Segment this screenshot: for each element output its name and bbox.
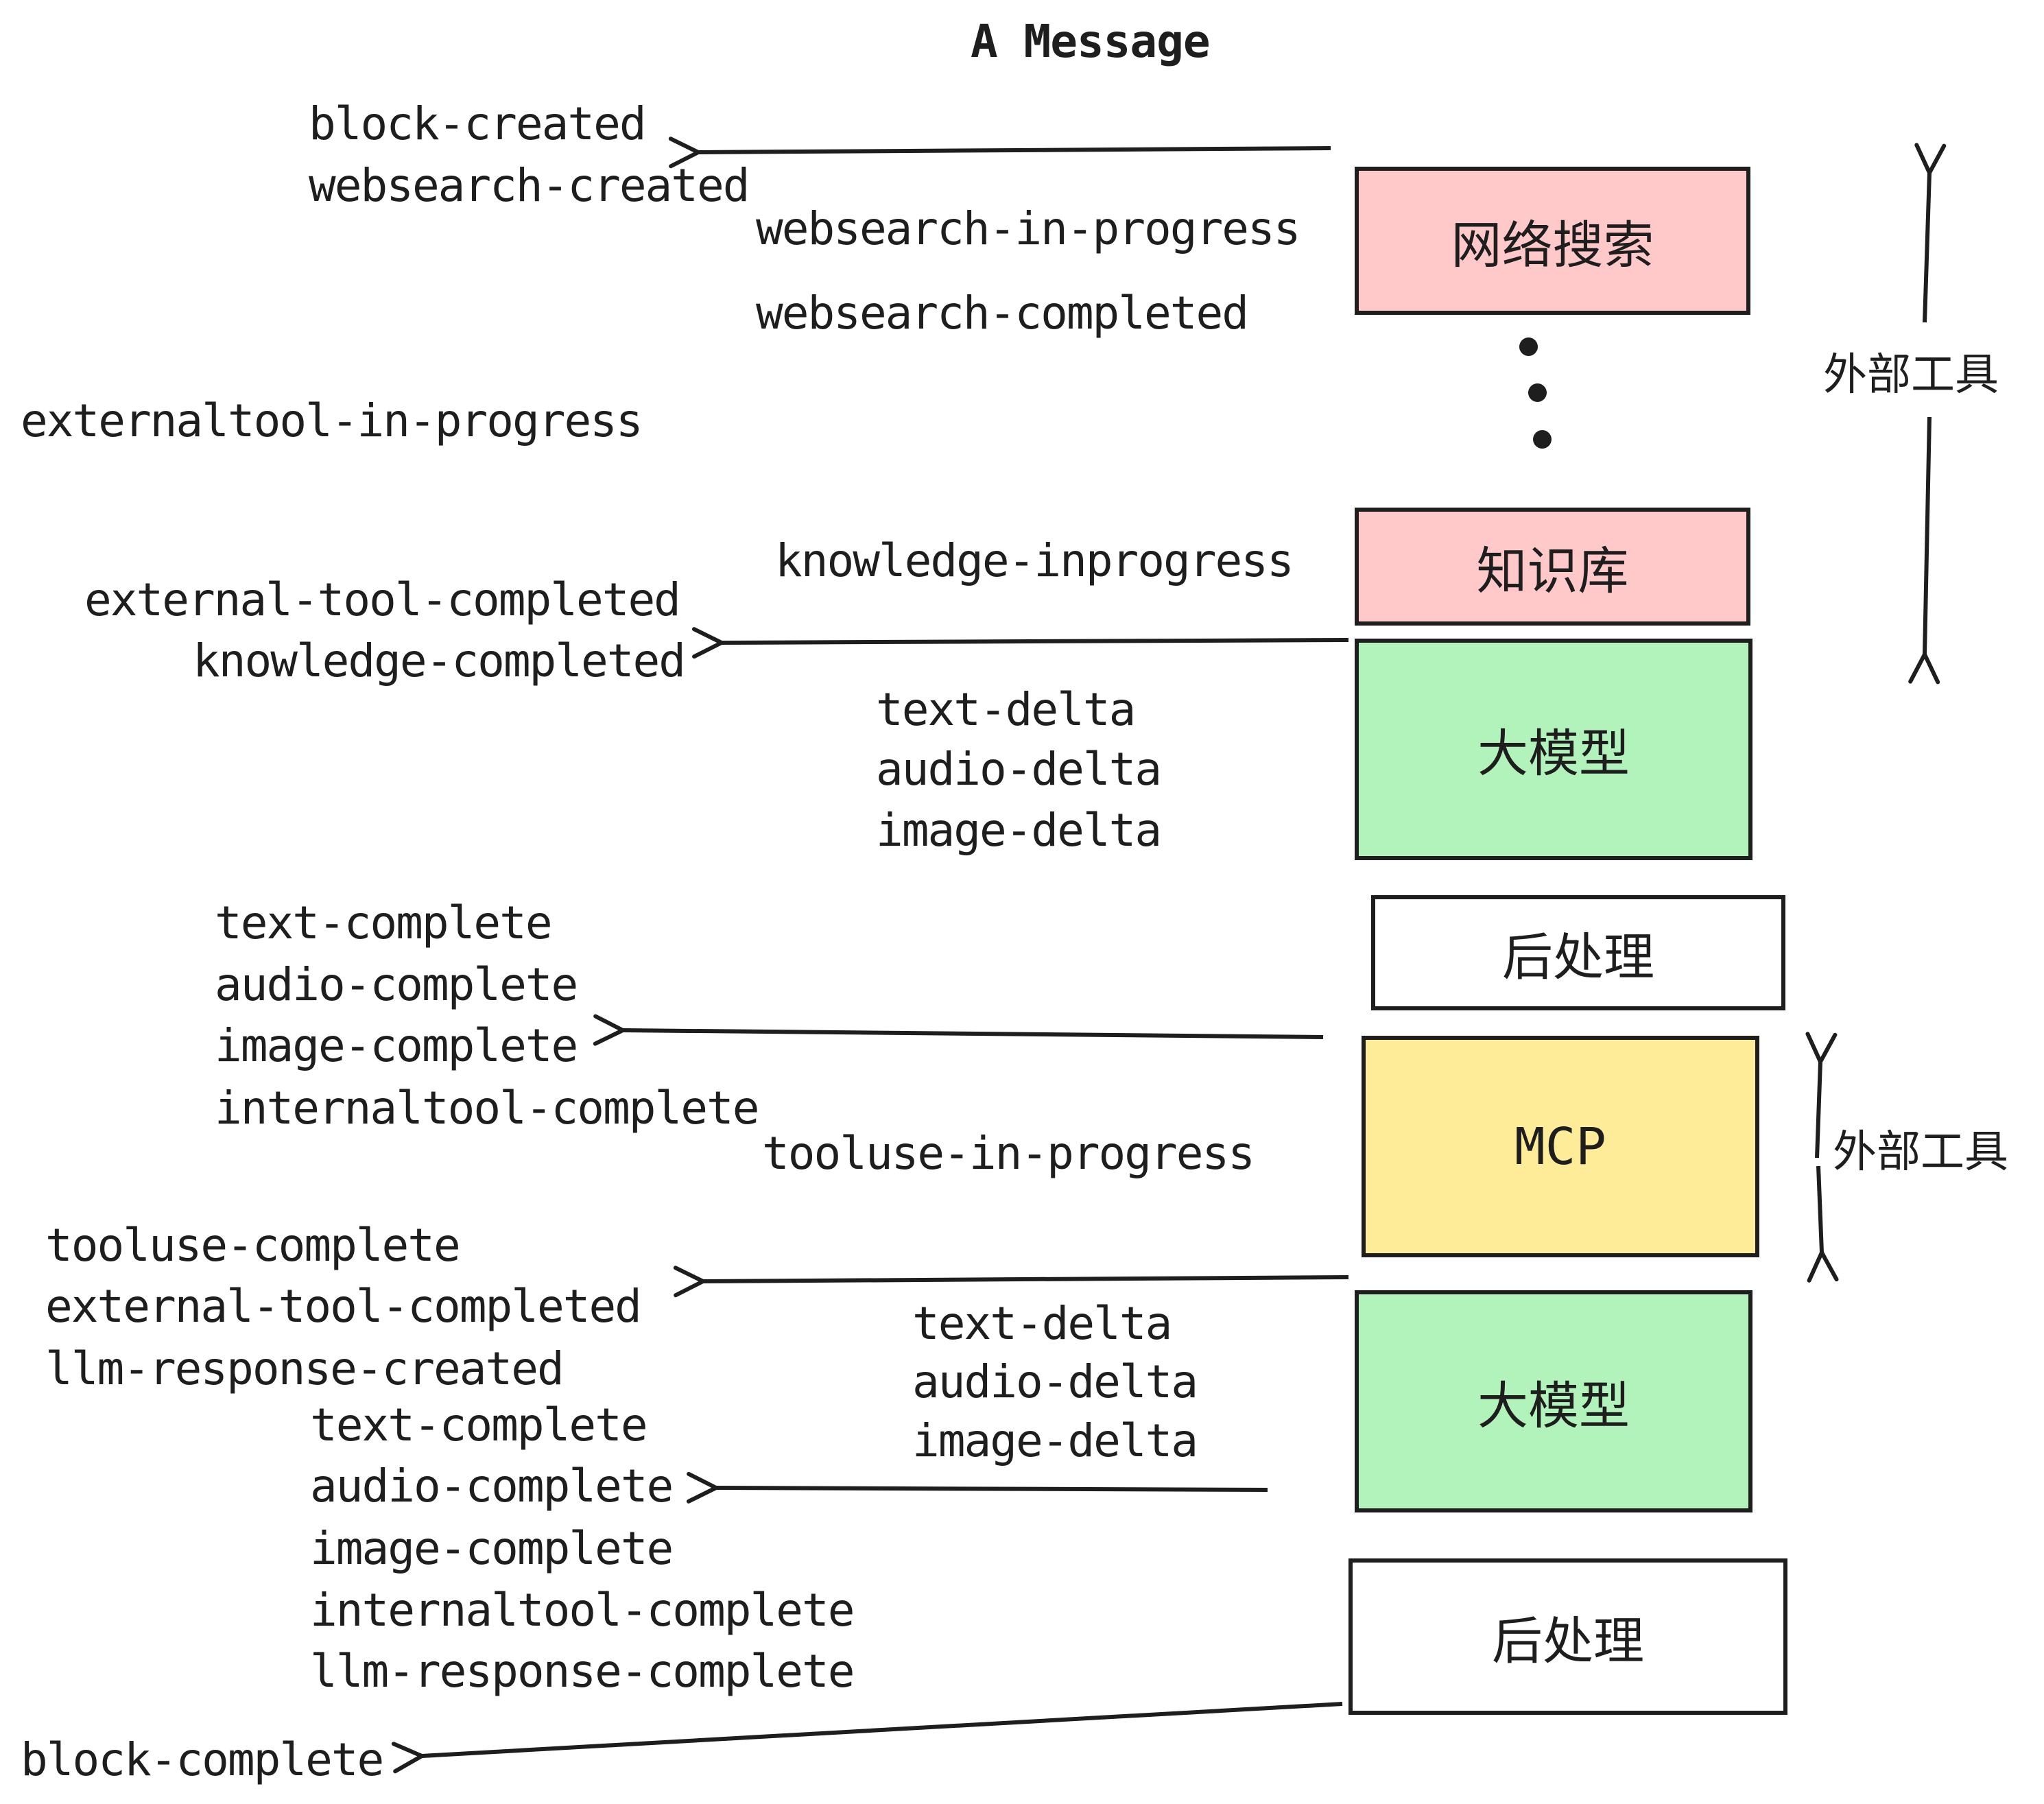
node-mcp: MCP: [1362, 1036, 1759, 1257]
event-text-delta-1: text-delta: [876, 683, 1136, 736]
event-block-created: block-created: [309, 97, 647, 150]
event-tooluse-complete: tooluse-complete: [45, 1219, 461, 1272]
node-postprocess-2-label: 后处理: [1492, 1612, 1644, 1670]
event-image-complete-1: image-complete: [215, 1019, 578, 1072]
node-llm-1-label: 大模型: [1477, 725, 1630, 782]
event-image-complete-2: image-complete: [310, 1522, 674, 1575]
event-websearch-created: websearch-created: [309, 159, 750, 212]
arrow-image-complete: [593, 1014, 1324, 1046]
node-knowledge-label: 知识库: [1476, 542, 1629, 600]
ellipsis-dot: [1519, 337, 1538, 356]
external-tools-up-arrow: [1914, 143, 1947, 323]
event-internaltool-complete-1: internaltool-complete: [215, 1082, 759, 1135]
event-knowledge-inprogress: knowledge-inprogress: [775, 534, 1294, 587]
node-postprocess-1: 后处理: [1371, 895, 1785, 1010]
node-websearch-label: 网络搜索: [1451, 216, 1654, 274]
arrow-knowledge-completed: [691, 627, 1349, 659]
node-knowledge: 知识库: [1355, 508, 1750, 626]
event-externaltool-in-progress: externaltool-in-progress: [21, 394, 643, 447]
external-tools-label-top: 外部工具: [1823, 350, 1999, 399]
event-knowledge-completed: knowledge-completed: [193, 634, 686, 687]
event-audio-delta-2: audio-delta: [912, 1355, 1198, 1408]
diagram-title: A Message: [971, 15, 1211, 68]
event-audio-complete-1: audio-complete: [215, 958, 578, 1011]
event-text-delta-2: text-delta: [912, 1297, 1172, 1350]
ellipsis-dot: [1533, 430, 1552, 449]
node-postprocess-1-label: 后处理: [1502, 928, 1654, 986]
node-llm-1: 大模型: [1355, 639, 1752, 860]
event-websearch-completed: websearch-completed: [756, 287, 1249, 340]
arrow-websearch-created: [668, 137, 1331, 169]
event-text-complete-1: text-complete: [215, 897, 553, 949]
external-tools-down-arrow-2: [1807, 1165, 1839, 1283]
node-llm-2: 大模型: [1355, 1290, 1752, 1512]
node-postprocess-2: 后处理: [1348, 1558, 1787, 1715]
arrow-block-complete: [391, 1702, 1343, 1774]
event-image-delta-1: image-delta: [876, 804, 1162, 857]
arrow-external-tool-completed: [673, 1266, 1349, 1298]
event-llm-response-created: llm-response-created: [45, 1342, 565, 1395]
event-tooluse-in-progress: tooluse-in-progress: [762, 1127, 1255, 1180]
event-llm-response-complete: llm-response-complete: [310, 1645, 855, 1698]
event-text-complete-2: text-complete: [310, 1399, 648, 1451]
event-external-tool-completed: external-tool-completed: [84, 573, 681, 626]
event-websearch-in-progress: websearch-in-progress: [756, 202, 1300, 255]
arrow-audio-complete: [686, 1471, 1268, 1504]
ellipsis-dot: [1528, 383, 1547, 402]
event-image-delta-2: image-delta: [912, 1414, 1198, 1467]
event-audio-complete-2: audio-complete: [310, 1460, 674, 1512]
node-mcp-label: MCP: [1514, 1117, 1606, 1176]
node-websearch: 网络搜索: [1355, 167, 1750, 315]
event-audio-delta-1: audio-delta: [876, 743, 1162, 796]
external-tools-up-arrow-2: [1805, 1032, 1838, 1159]
node-llm-2-label: 大模型: [1477, 1377, 1630, 1434]
event-block-complete: block-complete: [21, 1733, 384, 1786]
external-tools-down-arrow: [1908, 416, 1940, 685]
event-internaltool-complete-2: internaltool-complete: [310, 1584, 855, 1637]
external-tools-label-mid: 外部工具: [1833, 1127, 2008, 1176]
event-external-tool-completed-2: external-tool-completed: [45, 1280, 642, 1333]
